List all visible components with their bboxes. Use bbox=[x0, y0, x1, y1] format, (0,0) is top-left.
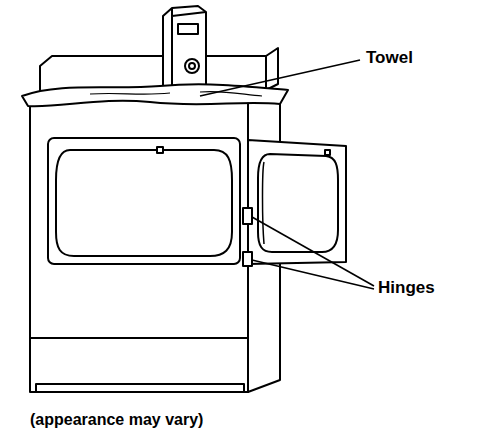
door-catch bbox=[325, 150, 330, 155]
caption: (appearance may vary) bbox=[30, 411, 203, 429]
cabinet-front bbox=[30, 100, 248, 392]
door-opening bbox=[48, 138, 240, 264]
part-label: Hinges bbox=[378, 278, 435, 298]
coin-slot bbox=[178, 24, 198, 34]
leader-line bbox=[200, 60, 360, 96]
coin-knob bbox=[185, 59, 199, 73]
hinge bbox=[243, 252, 252, 266]
part-label: Towel bbox=[366, 48, 413, 68]
door-window bbox=[258, 154, 338, 252]
leader-line bbox=[252, 260, 374, 289]
hinge bbox=[243, 208, 252, 224]
door-latch bbox=[157, 147, 163, 153]
drum-opening bbox=[56, 150, 232, 256]
coin-box bbox=[163, 6, 206, 92]
leader-line bbox=[252, 217, 374, 286]
towel-fold bbox=[90, 92, 262, 96]
coin-knob-center bbox=[189, 63, 195, 69]
window-shine bbox=[263, 162, 265, 244]
coin-box-edge bbox=[172, 8, 206, 90]
towel bbox=[22, 84, 288, 106]
open-door bbox=[248, 140, 346, 264]
kick-panel bbox=[30, 338, 248, 392]
